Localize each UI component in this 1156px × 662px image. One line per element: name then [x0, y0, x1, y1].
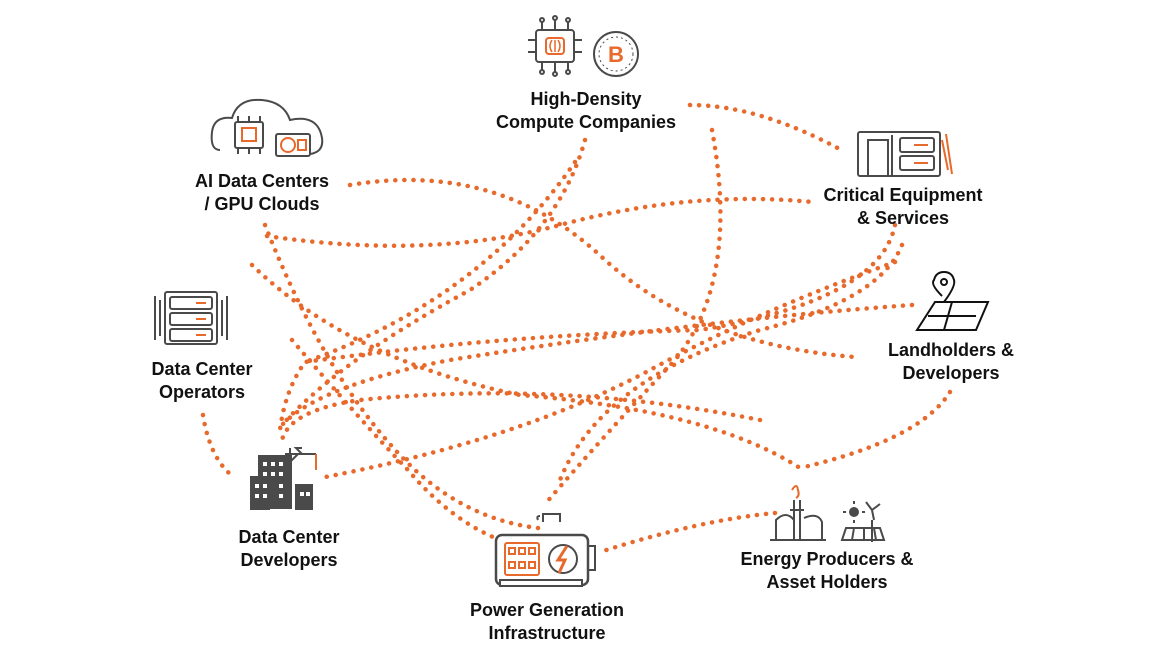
connector-ld-dcd-lower	[317, 259, 898, 481]
connector-hdcc-dcd	[279, 137, 588, 428]
connector-ces-dcd	[277, 222, 898, 433]
node-label-critical-equipment: Critical Equipment & Services	[803, 184, 1003, 230]
bitcoin-icon: B	[593, 31, 639, 77]
label-line: Power Generation	[469, 600, 625, 620]
connector-ces-pg	[557, 242, 905, 483]
server-stack-icon	[154, 291, 228, 345]
node-label-power-generation: Power Generation Infrastructure	[447, 599, 647, 645]
refinery-solar-wind-icon	[770, 485, 886, 542]
label-line: Landholders &	[887, 340, 1014, 360]
label-line: Asset Holders	[766, 572, 888, 592]
connector-ld-dcd	[279, 302, 915, 428]
label-line: / GPU Clouds	[204, 194, 320, 214]
label-line: High-Density	[530, 89, 642, 109]
connector-aidc-pg	[262, 222, 541, 531]
node-label-data-center-developers: Data Center Developers	[209, 526, 369, 572]
label-line: Operators	[158, 382, 246, 402]
node-label-energy-producers: Energy Producers & Asset Holders	[727, 548, 927, 594]
connector-hdcc-dco	[302, 159, 578, 365]
label-line: AI Data Centers	[194, 171, 330, 191]
connector-ep-dcd	[279, 391, 763, 443]
connector-aidc-ld	[347, 177, 858, 360]
connector-ld-ep	[797, 389, 953, 471]
server-rack-equipment-icon	[857, 131, 953, 177]
connector-dco-dcd	[200, 412, 238, 481]
connector-hdcc-ces	[687, 102, 848, 155]
connector-aidc-ep	[249, 262, 803, 471]
label-line: Infrastructure	[488, 623, 606, 643]
connector-ep-pg	[597, 510, 778, 555]
label-line: & Services	[856, 208, 950, 228]
construction-crane-icon	[250, 447, 317, 510]
chip-icon	[528, 15, 582, 77]
node-label-data-center-operators: Data Center Operators	[122, 358, 282, 404]
label-line: Data Center	[238, 527, 340, 547]
cloud-gpu-icon	[210, 98, 324, 157]
node-label-high-density-compute: High-Density Compute Companies	[486, 88, 686, 134]
label-line: Energy Producers &	[740, 549, 914, 569]
label-line: Data Center	[151, 359, 253, 379]
map-pin-icon	[915, 270, 990, 331]
label-line: Critical Equipment	[823, 185, 983, 205]
connector-hdcc-pg	[543, 127, 723, 506]
connector-dco-pg	[289, 337, 503, 543]
node-label-ai-data-centers: AI Data Centers / GPU Clouds	[167, 170, 357, 216]
generator-icon	[494, 513, 596, 587]
connector-lines	[200, 102, 953, 555]
node-label-landholders: Landholders & Developers	[871, 339, 1031, 385]
label-line: Developers	[902, 363, 1000, 383]
label-line: Developers	[240, 550, 338, 570]
svg-text:B: B	[608, 42, 624, 67]
label-line: Compute Companies	[495, 112, 677, 132]
